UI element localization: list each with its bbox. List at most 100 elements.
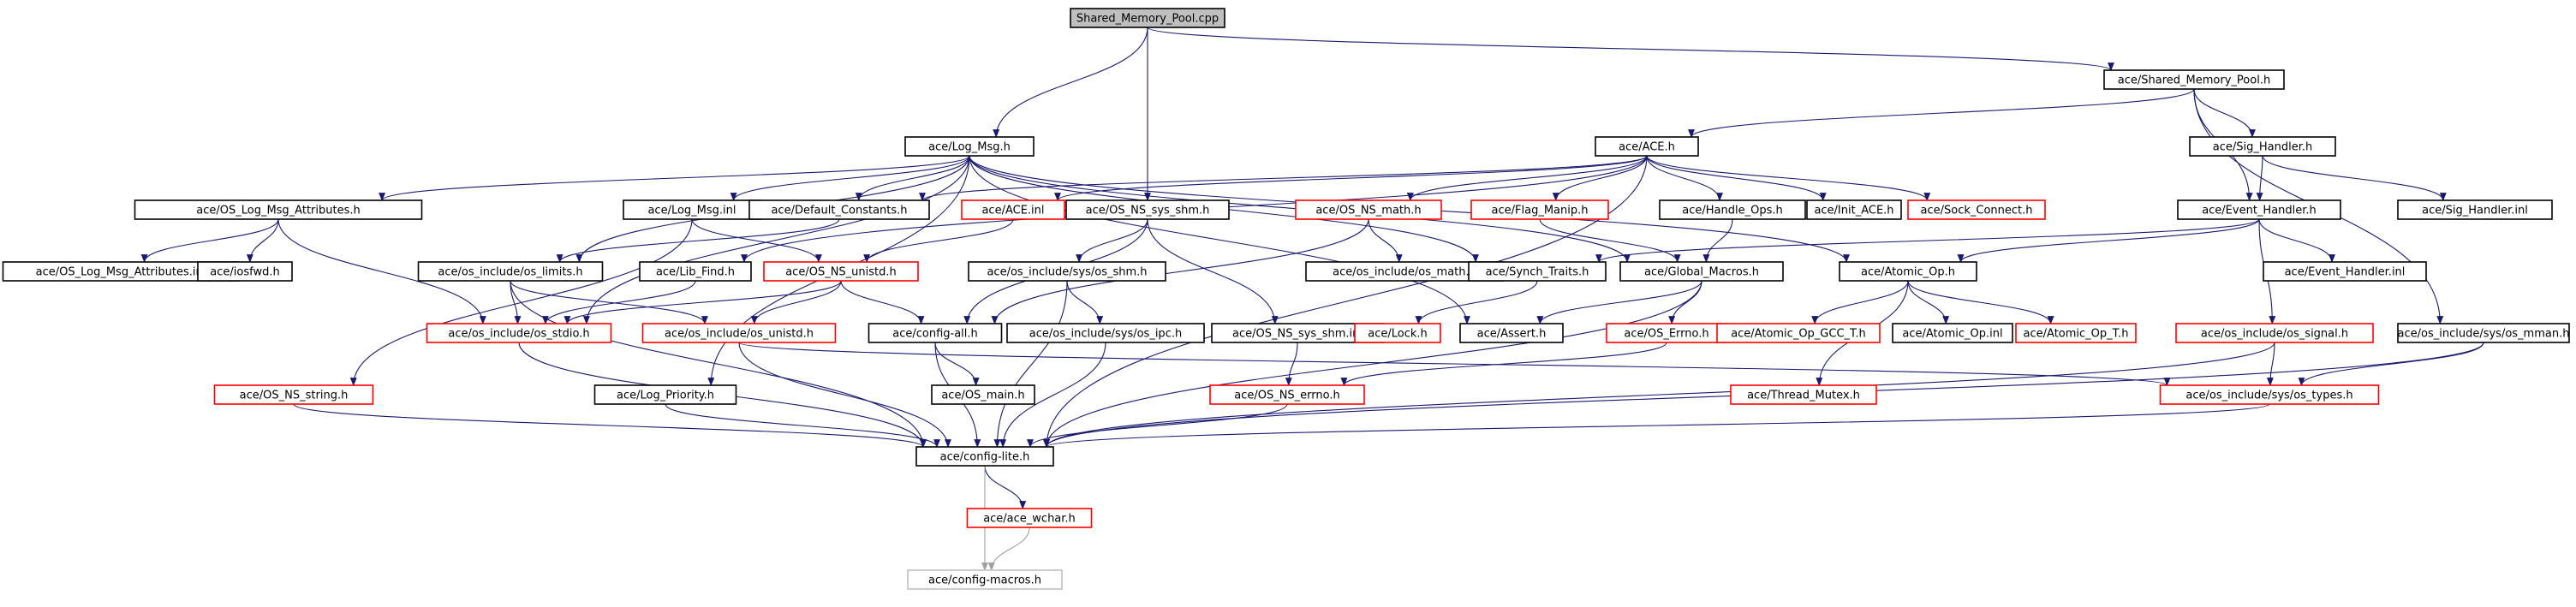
edge-ace-h-to-init-ace-h [1646,155,1827,201]
node-log-priority-h[interactable]: ace/Log_Priority.h [593,384,737,405]
edge-os-ns-sys-shm-h-to-os-ns-sys-shm-inl [1147,218,1279,324]
node-os-limits-h[interactable]: ace/os_include/os_limits.h [417,261,604,282]
node-box [2175,323,2374,343]
node-os-math-h[interactable]: ace/os_include/os_math.h [1305,261,1504,282]
node-box [1839,261,1977,282]
node-box [1659,199,1806,220]
node-os-ns-errno-h[interactable]: ace/OS_NS_errno.h [1209,384,1365,405]
node-label: ace/Atomic_Op_T.h [2024,328,2129,341]
node-config-all-h[interactable]: ace/config-all.h [868,323,1003,343]
node-flag-manip-h[interactable]: ace/Flag_Manip.h [1470,199,1609,220]
edge-os-ns-unistd-h-to-os-stdio-h [564,280,842,324]
node-config-lite-h[interactable]: ace/config-lite.h [915,446,1054,467]
node-assert-h[interactable]: ace/Assert.h [1459,323,1564,343]
edge-root-to-log-msg-h [993,27,1148,138]
node-os-main-h[interactable]: ace/OS_main.h [931,384,1035,405]
node-iosfwd-h[interactable]: ace/iosfwd.h [197,261,293,282]
node-box [213,384,374,405]
edge-ace-inl-to-os-ns-unistd-h [863,218,1014,263]
node-box [1470,199,1609,220]
node-label: ace/Lib_Find.h [656,266,735,279]
node-os-sys-types-h[interactable]: ace/os_include/sys/os_types.h [2159,384,2380,405]
node-os-log-msg-attributes-inl[interactable]: ace/OS_Log_Msg_Attributes.inl [2,261,240,282]
node-box [417,261,604,282]
node-label: ace/os_include/os_unistd.h [665,328,814,341]
edge-os-ns-sys-shm-h-to-os-sys-shm-h [1076,218,1148,263]
node-default-constants-h[interactable]: ace/Default_Constants.h [748,199,930,220]
node-os-sys-mman-h[interactable]: ace/os_include/sys/os_mman.h [2397,323,2570,343]
node-ace-h[interactable]: ace/ACE.h [1595,136,1699,157]
node-lib-find-h[interactable]: ace/Lib_Find.h [639,261,752,282]
node-box [2103,69,2285,90]
node-box [134,199,423,220]
edge-global-macros-h-to-os-errno-h [1668,280,1702,324]
node-event-handler-h[interactable]: ace/Event_Handler.h [2177,199,2341,220]
edge-atomic-op-h-to-atomic-op-gcc-t-h [1811,280,1909,324]
node-label: ace/Flag_Manip.h [1492,205,1589,217]
node-ace-wchar-h[interactable]: ace/ace_wchar.h [966,508,1093,528]
node-shared-memory-pool-h[interactable]: ace/Shared_Memory_Pool.h [2103,69,2285,90]
node-os-stdio-h[interactable]: ace/os_include/os_stdio.h [426,323,612,343]
node-log-msg-h[interactable]: ace/Log_Msg.h [904,136,1035,157]
node-sig-handler-h[interactable]: ace/Sig_Handler.h [2189,136,2336,157]
node-os-log-msg-attributes-h[interactable]: ace/OS_Log_Msg_Attributes.h [134,199,423,220]
edge-ace-h-to-flag-manip-h [1552,155,1648,201]
edge-log-msg-h-to-os-stdio-h [582,155,970,324]
edge-global-macros-h-to-config-lite-h [1043,280,1702,448]
edge-os-log-msg-attributes-h-to-os-log-msg-attributes-inl [140,218,279,263]
node-sig-handler-inl[interactable]: ace/Sig_Handler.inl [2397,199,2553,220]
node-box [1595,136,1699,157]
edge-os-ns-sys-shm-inl-to-os-ns-errno-h [1285,342,1298,386]
node-label: ace/os_include/sys/os_mman.h [2398,328,2570,341]
node-thread-mutex-h[interactable]: ace/Thread_Mutex.h [1730,384,1877,405]
node-sock-connect-h[interactable]: ace/Sock_Connect.h [1907,199,2046,220]
node-ace-inl[interactable]: ace/ACE.inl [961,199,1065,220]
node-event-handler-inl[interactable]: ace/Event_Handler.inl [2263,261,2427,282]
node-os-unistd-h[interactable]: ace/os_include/os_unistd.h [641,323,837,343]
node-layer: Shared_Memory_Pool.cpp ace/Shared_Memory_… [2,8,2570,590]
node-config-macros-h[interactable]: ace/config-macros.h [907,569,1063,590]
node-label: Shared_Memory_Pool.cpp [1076,13,1219,26]
edge-os-log-msg-attributes-h-to-os-stdio-h [277,218,486,324]
edge-shared-memory-pool-h-to-sig-handler-h [2193,88,2256,138]
node-atomic-op-h[interactable]: ace/Atomic_Op.h [1839,261,1977,282]
node-label: ace/Assert.h [1477,328,1547,341]
node-log-msg-inl[interactable]: ace/Log_Msg.inl [623,199,761,220]
node-os-signal-h[interactable]: ace/os_include/os_signal.h [2175,323,2374,343]
node-synch-traits-h[interactable]: ace/Synch_Traits.h [1468,261,1607,282]
node-box [1892,323,2013,343]
node-label: ace/OS_Errno.h [1624,328,1708,341]
node-init-ace-h[interactable]: ace/Init_ACE.h [1806,199,1902,220]
node-os-sys-shm-h[interactable]: ace/os_include/sys/os_shm.h [968,261,1166,282]
node-atomic-op-gcc-t-h[interactable]: ace/Atomic_Op_GCC_T.h [1716,323,1881,343]
edge-os-ns-unistd-h-to-config-all-h [840,280,925,324]
node-os-ns-math-h[interactable]: ace/OS_NS_math.h [1295,199,1442,220]
node-os-sys-ipc-h[interactable]: ace/os_include/sys/os_ipc.h [1006,323,1205,343]
node-handle-ops-h[interactable]: ace/Handle_Ops.h [1659,199,1806,220]
node-label: ace/os_include/os_math.h [1333,266,1476,279]
node-box [426,323,612,343]
node-box [1619,261,1784,282]
node-label: ace/Atomic_Op_GCC_T.h [1731,328,1866,341]
node-atomic-op-inl[interactable]: ace/Atomic_Op.inl [1892,323,2013,343]
node-root[interactable]: Shared_Memory_Pool.cpp [1070,8,1225,28]
node-label: ace/Sig_Handler.h [2213,141,2312,154]
node-os-ns-unistd-h[interactable]: ace/OS_NS_unistd.h [763,261,919,282]
node-label: ace/OS_NS_sys_shm.h [1086,205,1210,217]
node-lock-h[interactable]: ace/Lock.h [1354,323,1441,343]
node-box [2263,261,2427,282]
node-label: ace/Handle_Ops.h [1682,205,1782,217]
node-label: ace/config-lite.h [940,451,1030,464]
node-label: ace/OS_NS_string.h [240,390,349,402]
node-atomic-op-t-h[interactable]: ace/Atomic_Op_T.h [2015,323,2137,343]
node-os-ns-sys-shm-h[interactable]: ace/OS_NS_sys_shm.h [1065,199,1230,220]
node-label: ace/OS_NS_errno.h [1234,390,1340,402]
edge-os-signal-h-to-config-lite-h [1043,342,2275,448]
edge-global-macros-h-to-assert-h [1536,280,1702,324]
node-global-macros-h[interactable]: ace/Global_Macros.h [1619,261,1784,282]
node-os-errno-h[interactable]: ace/OS_Errno.h [1606,323,1727,343]
node-label: ace/Log_Priority.h [617,390,714,402]
node-os-ns-string-h[interactable]: ace/OS_NS_string.h [213,384,374,405]
node-box [1468,261,1607,282]
edge-os-sys-types-h-to-config-lite-h [1043,403,2270,448]
